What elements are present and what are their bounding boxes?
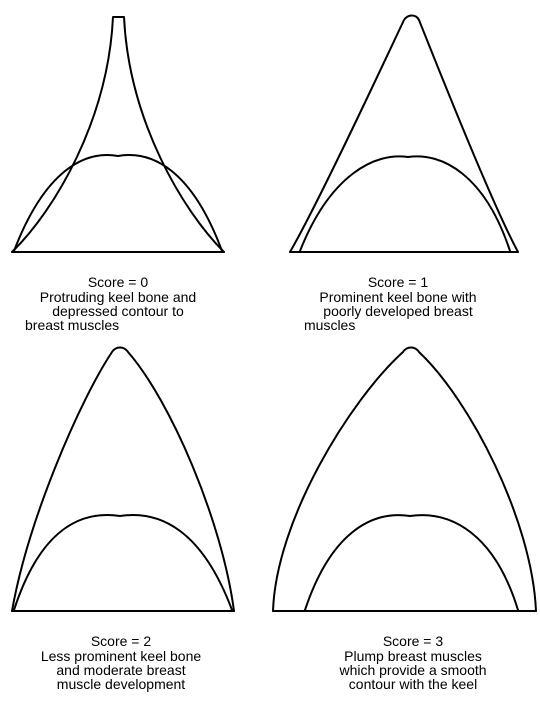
panel-score-2: Score = 2 Less prominent keel bone and m… — [0, 340, 270, 705]
score-3-cross-section — [270, 340, 540, 620]
description-line: muscles — [298, 318, 498, 332]
keel-outline — [290, 16, 518, 253]
description-line: depressed contour to — [18, 304, 218, 318]
breast-muscle-contour — [14, 155, 222, 251]
caption-score-0: Score = 0 Protruding keel bone and depre… — [18, 275, 218, 332]
description-line: muscle development — [21, 677, 221, 691]
description-line: and moderate breast — [21, 663, 221, 677]
description-line: breast muscles — [18, 318, 218, 332]
panel-score-0: Score = 0 Protruding keel bone and depre… — [0, 0, 270, 350]
score-0-cross-section — [0, 0, 270, 260]
score-label: Score = 3 — [313, 634, 513, 648]
caption-score-1: Score = 1 Prominent keel bone with poorl… — [298, 275, 498, 332]
breast-muscle-contour — [14, 515, 232, 610]
description-line: Plump breast muscles — [313, 649, 513, 663]
description-line: Protruding keel bone and — [18, 290, 218, 304]
score-label: Score = 0 — [18, 275, 218, 289]
description-line: Prominent keel bone with — [298, 290, 498, 304]
score-2-cross-section — [0, 340, 270, 620]
panel-score-3: Score = 3 Plump breast muscles which pro… — [270, 340, 540, 705]
description-line: Less prominent keel bone — [21, 649, 221, 663]
score-label: Score = 2 — [21, 634, 221, 648]
keel-outline — [12, 348, 234, 612]
description-line: poorly developed breast — [298, 304, 498, 318]
caption-score-3: Score = 3 Plump breast muscles which pro… — [313, 634, 513, 691]
description-line: which provide a smooth — [313, 663, 513, 677]
keel-outline — [273, 348, 536, 612]
panel-score-1: Score = 1 Prominent keel bone with poorl… — [270, 0, 540, 350]
description-line: contour with the keel — [313, 677, 513, 691]
breast-muscle-contour — [305, 515, 518, 610]
score-1-cross-section — [270, 0, 540, 260]
score-label: Score = 1 — [298, 275, 498, 289]
keel-outline — [12, 17, 224, 252]
caption-score-2: Score = 2 Less prominent keel bone and m… — [21, 634, 221, 691]
